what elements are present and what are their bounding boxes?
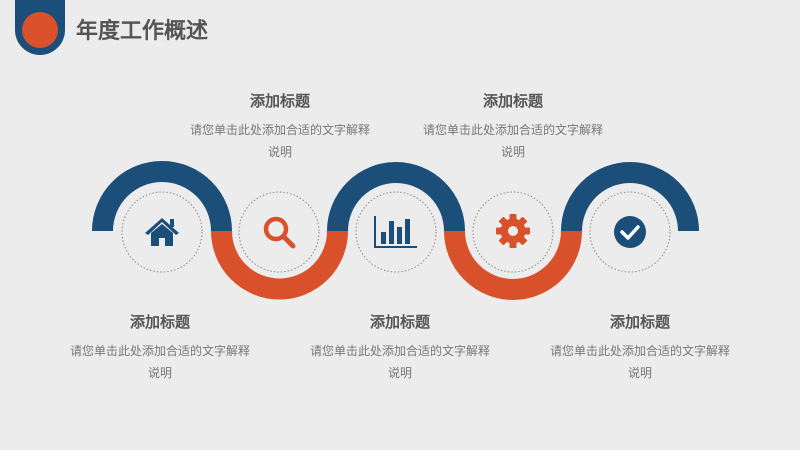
search-icon [263,216,296,249]
step-5-text: 添加标题 请您单击此处添加合适的文字解释说明 [540,311,740,384]
arc-5 [561,162,699,232]
arc-1 [92,161,232,232]
step-title: 添加标题 [482,92,543,110]
step-desc: 请您单击此处添加合适的文字解释说明 [422,123,603,159]
step-desc: 请您单击此处添加合适的文字解释说明 [189,123,370,159]
step-2-text: 添加标题 请您单击此处添加合适的文字解释说明 [180,90,380,163]
ring-4 [472,191,554,273]
page-title: 年度工作概述 [76,19,209,44]
step-desc: 请您单击此处添加合适的文字解释说明 [549,344,730,380]
step-title: 添加标题 [369,313,430,331]
arc-3 [327,162,465,232]
title-badge [15,0,65,55]
ring-5 [589,191,671,273]
ring-3 [355,191,437,273]
arc-2 [211,230,348,300]
home-icon [145,218,179,246]
step-title: 添加标题 [249,92,310,110]
ring-2 [238,191,320,273]
step-1-text: 添加标题 请您单击此处添加合适的文字解释说明 [60,311,260,384]
bar-chart-icon [374,216,417,248]
step-3-text: 添加标题 请您单击此处添加合适的文字解释说明 [300,311,500,384]
step-4-text: 添加标题 请您单击此处添加合适的文字解释说明 [413,90,613,163]
step-title: 添加标题 [129,313,190,331]
step-desc: 请您单击此处添加合适的文字解释说明 [69,344,250,380]
gear-icon [496,214,530,248]
step-title: 添加标题 [609,313,670,331]
arc-4 [444,230,582,300]
step-desc: 请您单击此处添加合适的文字解释说明 [309,344,490,380]
check-circle-icon [614,216,646,248]
ring-1 [121,191,203,273]
badge-dot [22,12,58,48]
